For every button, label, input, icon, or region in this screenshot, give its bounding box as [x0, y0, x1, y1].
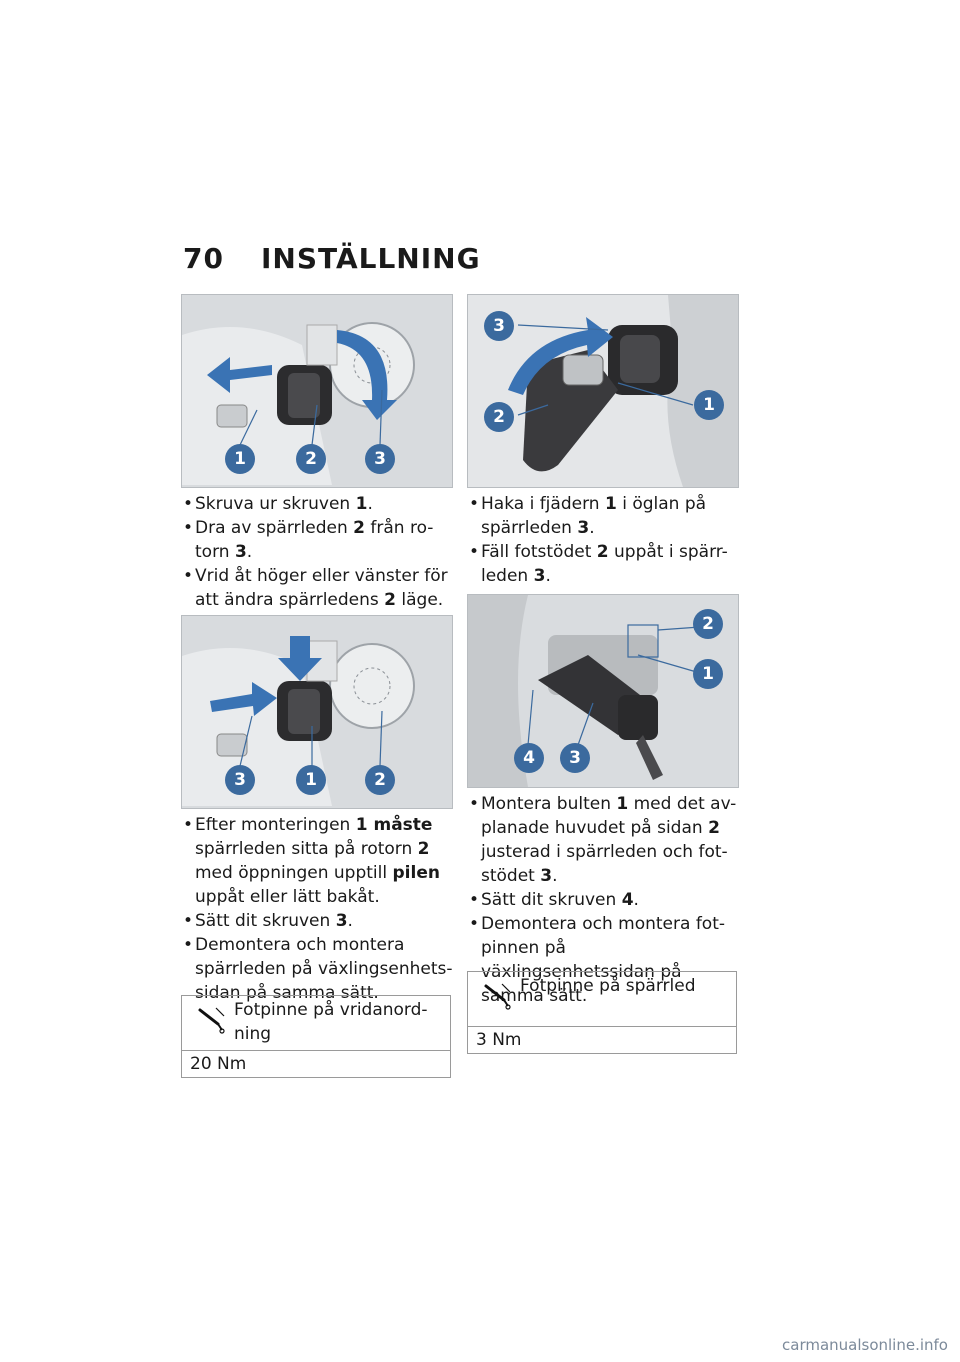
callout-3: 3 [484, 311, 514, 341]
watermark: carmanualsonline.info [782, 1336, 948, 1354]
page-header: 70 INSTÄLLNING [183, 242, 481, 275]
list-item: Skruva ur skruven 1. [183, 492, 453, 516]
callout-1: 1 [693, 659, 723, 689]
callout-2: 2 [484, 402, 514, 432]
callout-1: 1 [296, 765, 326, 795]
callout-1: 1 [694, 390, 724, 420]
list-item: Demontera och montera fot-pinnen på växl… [469, 912, 739, 1008]
torque-spec-left: Fotpinne på vridanord-ning 20 Nm [181, 995, 451, 1078]
spec-label: Fotpinne på spärrled [520, 976, 696, 996]
callout-2: 2 [693, 609, 723, 639]
callout-3: 3 [225, 765, 255, 795]
list-item: Sätt dit skruven 3. [183, 909, 453, 933]
list-item: Montera bulten 1 med det av-planade huvu… [469, 792, 739, 888]
callout-3: 3 [365, 444, 395, 474]
figure-install-detent: 3 1 2 [181, 615, 453, 809]
list-item: Haka i fjädern 1 i öglan på spärrleden 3… [469, 492, 739, 540]
torque-wrench-icon [198, 1007, 225, 1034]
spec-value: 20 Nm [190, 1054, 247, 1074]
torque-wrench-icon [484, 983, 511, 1010]
steps-list-right-2: Montera bulten 1 med det av-planade huvu… [469, 792, 739, 1008]
page-number: 70 [183, 242, 224, 275]
figure-install-bolt: 2 1 4 3 [467, 594, 739, 788]
spec-value: 3 Nm [476, 1030, 522, 1050]
callout-1: 1 [225, 444, 255, 474]
callout-2: 2 [365, 765, 395, 795]
steps-list-right-1: Haka i fjädern 1 i öglan på spärrleden 3… [469, 492, 739, 588]
callout-4: 4 [514, 743, 544, 773]
page-title: INSTÄLLNING [261, 242, 481, 275]
callout-3: 3 [560, 743, 590, 773]
list-item: Fäll fotstödet 2 uppåt i spärr-leden 3. [469, 540, 739, 588]
figure-spring-hook: 3 2 1 [467, 294, 739, 488]
list-item: Demontera och montera spärrleden på växl… [183, 933, 453, 1005]
list-item: Sätt dit skruven 4. [469, 888, 739, 912]
callout-2: 2 [296, 444, 326, 474]
list-item: Vrid åt höger eller vänster för att ändr… [183, 564, 453, 612]
spec-label: Fotpinne på vridanord-ning [234, 1000, 428, 1044]
figure-remove-detent: 1 2 3 [181, 294, 453, 488]
steps-list-left-1: Skruva ur skruven 1. Dra av spärrleden 2… [183, 492, 453, 612]
list-item: Dra av spärrleden 2 från ro-torn 3. [183, 516, 453, 564]
torque-spec-right: Fotpinne på spärrled 3 Nm [467, 971, 737, 1054]
steps-list-left-2: Efter monteringen 1 måste spärrleden sit… [183, 813, 453, 1005]
list-item: Efter monteringen 1 måste spärrleden sit… [183, 813, 453, 909]
